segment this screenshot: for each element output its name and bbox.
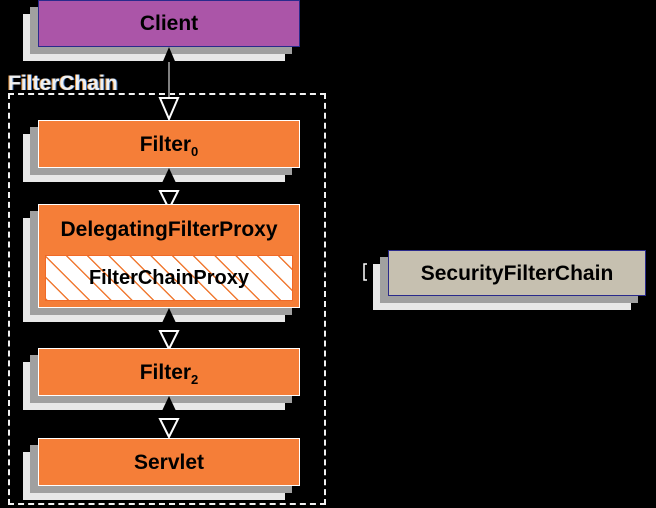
filter2-body: Filter2 bbox=[38, 348, 300, 396]
delegating-filter-proxy-body: DelegatingFilterProxy FilterChainProxy bbox=[38, 204, 300, 308]
connector-client-to-filter0 bbox=[155, 47, 183, 120]
delegating-filter-proxy-title: DelegatingFilterProxy bbox=[39, 205, 299, 253]
filter2-label: Filter2 bbox=[139, 360, 199, 387]
connector-filter0-to-delegating-filter-proxy bbox=[155, 168, 183, 210]
node-filter-0[interactable]: Filter0 bbox=[23, 120, 300, 182]
servlet-label: Servlet bbox=[133, 450, 205, 474]
node-servlet[interactable]: Servlet bbox=[23, 438, 300, 500]
connector-delegating-filter-proxy-to-filter2 bbox=[155, 308, 183, 350]
servlet-body: Servlet bbox=[38, 438, 300, 486]
filter0-label: Filter0 bbox=[139, 132, 199, 159]
security-filter-chain-label: SecurityFilterChain bbox=[420, 261, 614, 285]
node-client[interactable]: Client bbox=[23, 0, 300, 61]
node-filter-2[interactable]: Filter2 bbox=[23, 348, 300, 410]
node-delegating-filter-proxy[interactable]: DelegatingFilterProxy FilterChainProxy bbox=[23, 204, 300, 322]
security-filter-chain-body: SecurityFilterChain bbox=[388, 250, 646, 296]
filter-chain-proxy-label: FilterChainProxy bbox=[88, 267, 250, 289]
node-filter-chain-proxy[interactable]: FilterChainProxy bbox=[45, 255, 293, 301]
client-label: Client bbox=[139, 12, 199, 35]
filter0-subscript: 0 bbox=[191, 143, 199, 159]
filterchain-label: FilterChain bbox=[8, 72, 118, 95]
filter0-body: Filter0 bbox=[38, 120, 300, 168]
client-body: Client bbox=[38, 0, 300, 47]
connector-filter2-to-servlet bbox=[155, 396, 183, 438]
node-security-filter-chain[interactable]: SecurityFilterChain bbox=[373, 250, 646, 310]
filter2-subscript: 2 bbox=[191, 371, 199, 387]
delegating-filter-proxy-label: DelegatingFilterProxy bbox=[60, 217, 278, 241]
filterchain-container bbox=[8, 93, 326, 505]
